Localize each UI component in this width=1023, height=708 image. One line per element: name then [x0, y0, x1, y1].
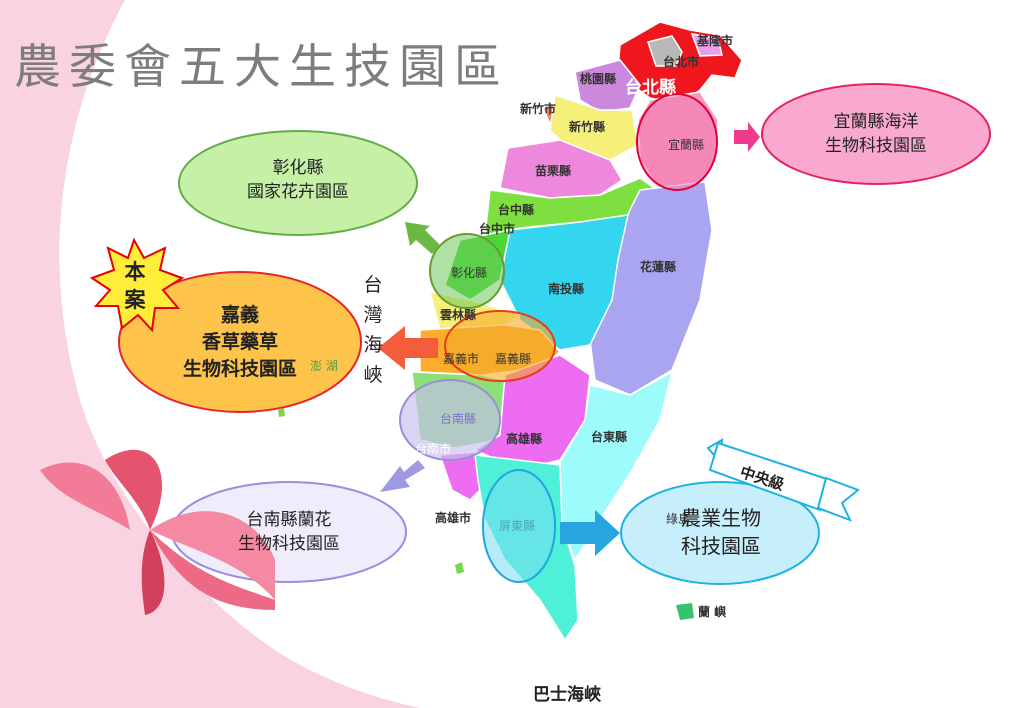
page-title: 農委會五大生技園區 [14, 40, 509, 95]
changhua-park-ellipse [178, 130, 418, 236]
arrow-to-tainan [380, 460, 425, 492]
county-label-miaoli: 苗栗縣 [535, 164, 572, 178]
tainan-highlight-circle [399, 379, 501, 461]
changhua-highlight-circle [429, 233, 505, 309]
strait-char-3: 海 [363, 334, 383, 356]
badge-char-2: 案 [124, 287, 146, 312]
county-label-penghu: 澎 湖 [310, 359, 338, 373]
region-taoyuan [574, 59, 641, 113]
region-keelung [690, 33, 723, 57]
yilan-park-line-2: 生物科技園區 [825, 136, 927, 156]
central-park-line-2: 科技園區 [681, 534, 761, 558]
county-label-green-island: 綠島 [666, 512, 691, 526]
tainan-park-label: 台南縣蘭花 生物科技園區 [189, 508, 389, 556]
ribbon-banner [706, 438, 860, 522]
chiayi-park-line-1: 嘉義 [220, 304, 259, 326]
badge-char-1: 本 [124, 259, 146, 284]
county-label-pingtung: 屏東縣 [499, 519, 536, 533]
pink-background-band [0, 0, 275, 708]
county-label-taipei-city: 台北市 [663, 55, 700, 69]
pingtung-highlight-circle [482, 469, 556, 583]
yilan-highlight-circle [636, 93, 718, 191]
county-label-hsinchu-city: 新竹市 [520, 102, 557, 116]
chiayi-park-line-2: 香草藥草 [201, 331, 278, 353]
county-label-taichung-city: 台中市 [479, 222, 516, 236]
badge-label: 本 案 [120, 258, 150, 314]
liuqiu-shape [455, 562, 464, 574]
strait-char-1: 台 [363, 274, 383, 296]
region-taipei-city [647, 35, 683, 67]
star-badge [89, 237, 185, 333]
tainan-park-line-2: 生物科技園區 [238, 534, 340, 554]
county-label-kaohsiung-city: 高雄市 [435, 511, 472, 525]
chiayi-highlight-circle [444, 310, 556, 382]
arrow-to-chiayi [378, 326, 438, 370]
central-park-line-1: 農業生物 [681, 506, 761, 530]
pink-bottom-band [275, 650, 420, 708]
strait-char-2: 灣 [363, 304, 383, 326]
region-miaoli [499, 139, 624, 199]
region-nantou [499, 214, 629, 351]
arrow-to-yilan [734, 122, 760, 152]
county-label-nantou: 南投縣 [548, 282, 585, 296]
county-label-chiayi-city: 嘉義市 [443, 352, 480, 366]
region-hsinchu-county [549, 94, 639, 161]
dot-shape [278, 408, 285, 417]
county-label-tainan-county: 台南縣 [440, 412, 477, 426]
county-label-hsinchu-county: 新竹縣 [569, 120, 606, 134]
chiayi-park-ellipse [118, 271, 362, 413]
county-label-chiayi-county: 嘉義縣 [495, 352, 532, 366]
yilan-park-line-1: 宜蘭縣海洋 [833, 112, 919, 132]
chiayi-park-line-3: 生物科技園區 [182, 358, 297, 380]
changhua-park-line-1: 彰化縣 [272, 158, 324, 178]
changhua-park-line-2: 國家花卉園區 [247, 182, 349, 202]
county-label-yilan: 宜蘭縣 [668, 138, 705, 152]
county-label-hualien: 花蓮縣 [640, 260, 677, 274]
yilan-park-ellipse [761, 83, 991, 185]
lanyu-shape [676, 603, 694, 620]
arrow-to-central [560, 510, 620, 556]
strait-char-4: 峽 [363, 364, 383, 386]
tainan-park-line-1: 台南縣蘭花 [246, 510, 332, 530]
changhua-park-label: 彰化縣 國家花卉園區 [198, 156, 398, 204]
county-label-taichung-county: 台中縣 [498, 203, 535, 217]
county-label-lanyu: 蘭 嶼 [698, 605, 727, 619]
taiwan-strait-label: 台 灣 海 峽 [362, 270, 384, 390]
yilan-park-label: 宜蘭縣海洋 生物科技園區 [776, 110, 976, 158]
arrow-to-changhua [405, 222, 440, 254]
county-label-changhua: 彰化縣 [451, 266, 488, 280]
county-label-kaohsiung-county: 高雄縣 [506, 432, 543, 446]
chiayi-park-label: 嘉義 香草藥草 生物科技園區 [140, 302, 340, 383]
central-park-label: 農業生物 科技園區 [621, 504, 821, 560]
county-label-keelung: 基隆市 [697, 34, 734, 48]
central-park-ellipse [620, 481, 820, 585]
bashi-channel-label: 巴士海峽 [533, 685, 601, 705]
flower-decoration [40, 449, 275, 615]
county-label-taipei-county: 台北縣 [625, 78, 676, 98]
county-label-tainan-city: 台南市 [415, 442, 452, 456]
county-label-yunlin: 雲林縣 [440, 308, 477, 322]
county-label-taoyuan: 桃園縣 [580, 72, 617, 86]
county-label-taitung: 台東縣 [591, 430, 628, 444]
